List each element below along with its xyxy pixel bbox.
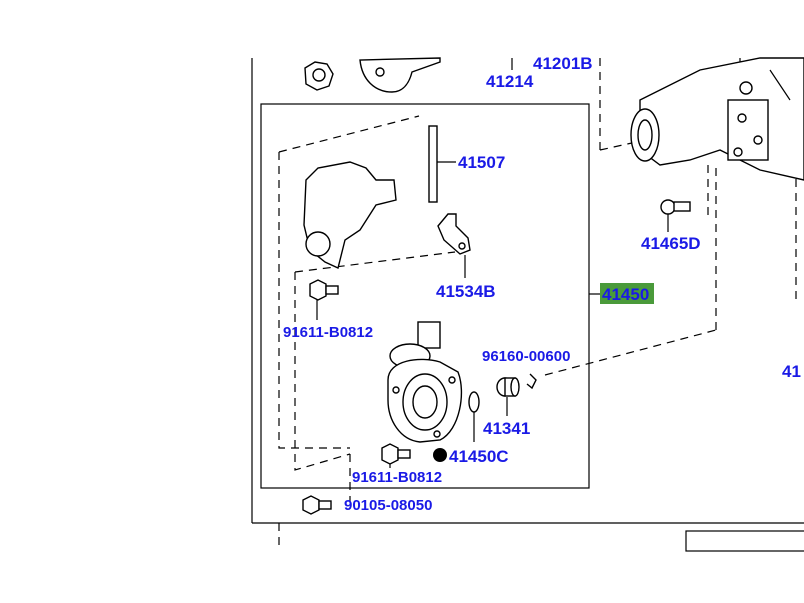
cover-plate-icon bbox=[303, 161, 397, 269]
dash-outline-top bbox=[278, 115, 420, 153]
part-label-41507[interactable]: 41507 bbox=[458, 153, 505, 172]
bolt-91611-bot-icon bbox=[381, 443, 411, 465]
non-reusable-mark-icon bbox=[433, 448, 447, 462]
part-label-90105[interactable]: 90105-08050 bbox=[344, 497, 432, 514]
top-nut-icon bbox=[304, 61, 334, 91]
part-label-91611-bot[interactable]: 91611-B0812 bbox=[352, 469, 442, 486]
selected-part-highlight bbox=[600, 283, 654, 304]
carrier-housing-icon bbox=[630, 57, 804, 181]
part-label-91611-top[interactable]: 91611-B0812 bbox=[283, 324, 373, 341]
part-label-41450[interactable]: 41450 bbox=[602, 285, 649, 304]
clip-96160-icon bbox=[526, 373, 537, 390]
part-label-41450C[interactable]: 41450C bbox=[449, 447, 509, 466]
link-41534B-icon bbox=[437, 213, 471, 255]
title-box-fragment bbox=[685, 530, 804, 552]
part-label-41341[interactable]: 41341 bbox=[483, 419, 530, 438]
shaft-41507-icon bbox=[428, 125, 438, 203]
dash-outline-left bbox=[278, 152, 350, 449]
top-bracket-icon bbox=[359, 57, 441, 93]
part-label-41201B[interactable]: 41201B bbox=[533, 54, 593, 73]
part-label-41214[interactable]: 41214 bbox=[486, 72, 534, 91]
part-label-41534B[interactable]: 41534B bbox=[436, 282, 496, 301]
part-label-41-cut[interactable]: 41 bbox=[782, 362, 801, 381]
bolt-91611-top-icon bbox=[309, 279, 339, 301]
part-label-96160[interactable]: 96160-00600 bbox=[482, 348, 570, 365]
o-ring-icon bbox=[468, 391, 480, 413]
nut-41341-icon bbox=[496, 377, 520, 397]
bolt-90105-icon bbox=[302, 495, 332, 515]
dash-to-right bbox=[544, 329, 717, 376]
bolt-41465D-icon bbox=[660, 199, 691, 215]
actuator-assembly-icon bbox=[387, 321, 463, 443]
assembly-box bbox=[260, 103, 590, 489]
part-label-41465D[interactable]: 41465D bbox=[641, 234, 701, 253]
dash-outline-inner bbox=[294, 272, 351, 471]
